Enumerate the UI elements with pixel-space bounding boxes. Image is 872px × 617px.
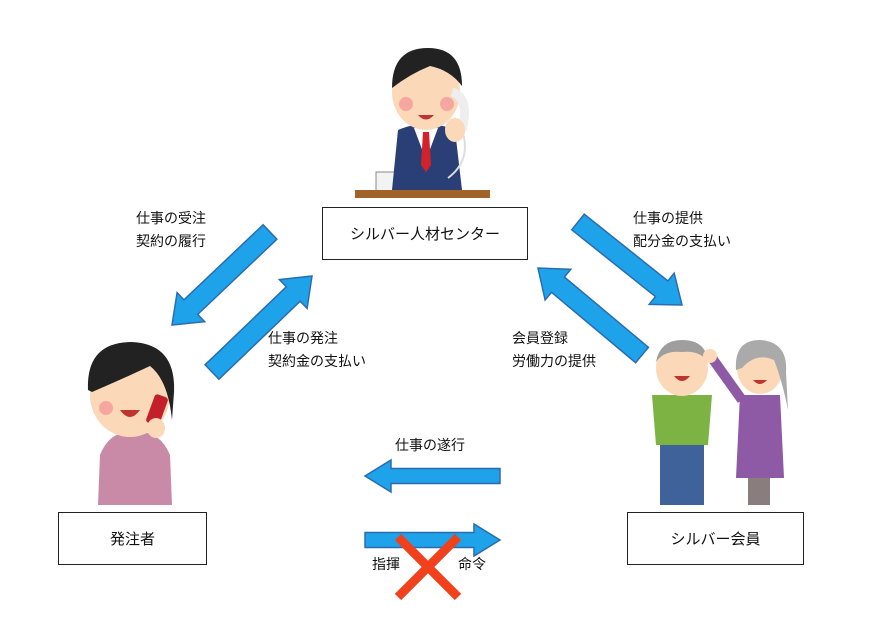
label-line: 配分金の支払い: [633, 234, 731, 250]
member-box: シルバー会員: [627, 512, 804, 565]
arrow-center-to-member: [570, 213, 683, 306]
client-box: 発注者: [58, 512, 207, 565]
label-line: 契約金の支払い: [268, 354, 366, 370]
member-illustration: [652, 340, 788, 505]
arrow-center-to-client: [171, 223, 278, 326]
arrow-client-to-center: [204, 275, 313, 381]
client-illustration: [87, 342, 175, 505]
center-to-client-label: 仕事の受注 契約の履行: [136, 208, 206, 254]
label-line: 仕事の発注: [268, 331, 338, 347]
client-label: 発注者: [109, 530, 155, 548]
arrow-member-to-center: [537, 267, 650, 364]
center-to-member-label: 仕事の提供 配分金の支払い: [633, 208, 731, 254]
direction-label: 指揮: [372, 557, 400, 573]
arrow-client-to-member: [364, 522, 502, 558]
label-line: 仕事の受注: [136, 211, 206, 227]
client-to-center-label: 仕事の発注 契約金の支払い: [268, 328, 366, 374]
prohibited-cross-icon: [394, 533, 462, 601]
label-line: 仕事の提供: [633, 211, 703, 227]
command-label: 命令: [458, 557, 486, 573]
label-line: 会員登録: [512, 331, 568, 347]
member-label: シルバー会員: [670, 530, 761, 548]
silver-center-box: シルバー人材センター: [322, 207, 528, 260]
label-line: 契約の履行: [136, 234, 206, 250]
center-label: シルバー人材センター: [349, 225, 500, 243]
work-execution-label: 仕事の遂行: [395, 438, 465, 454]
label-line: 労働力の提供: [512, 354, 596, 370]
operator-illustration: [355, 48, 490, 198]
arrow-member-to-client: [363, 458, 501, 494]
member-to-center-label: 会員登録 労働力の提供: [512, 328, 596, 374]
